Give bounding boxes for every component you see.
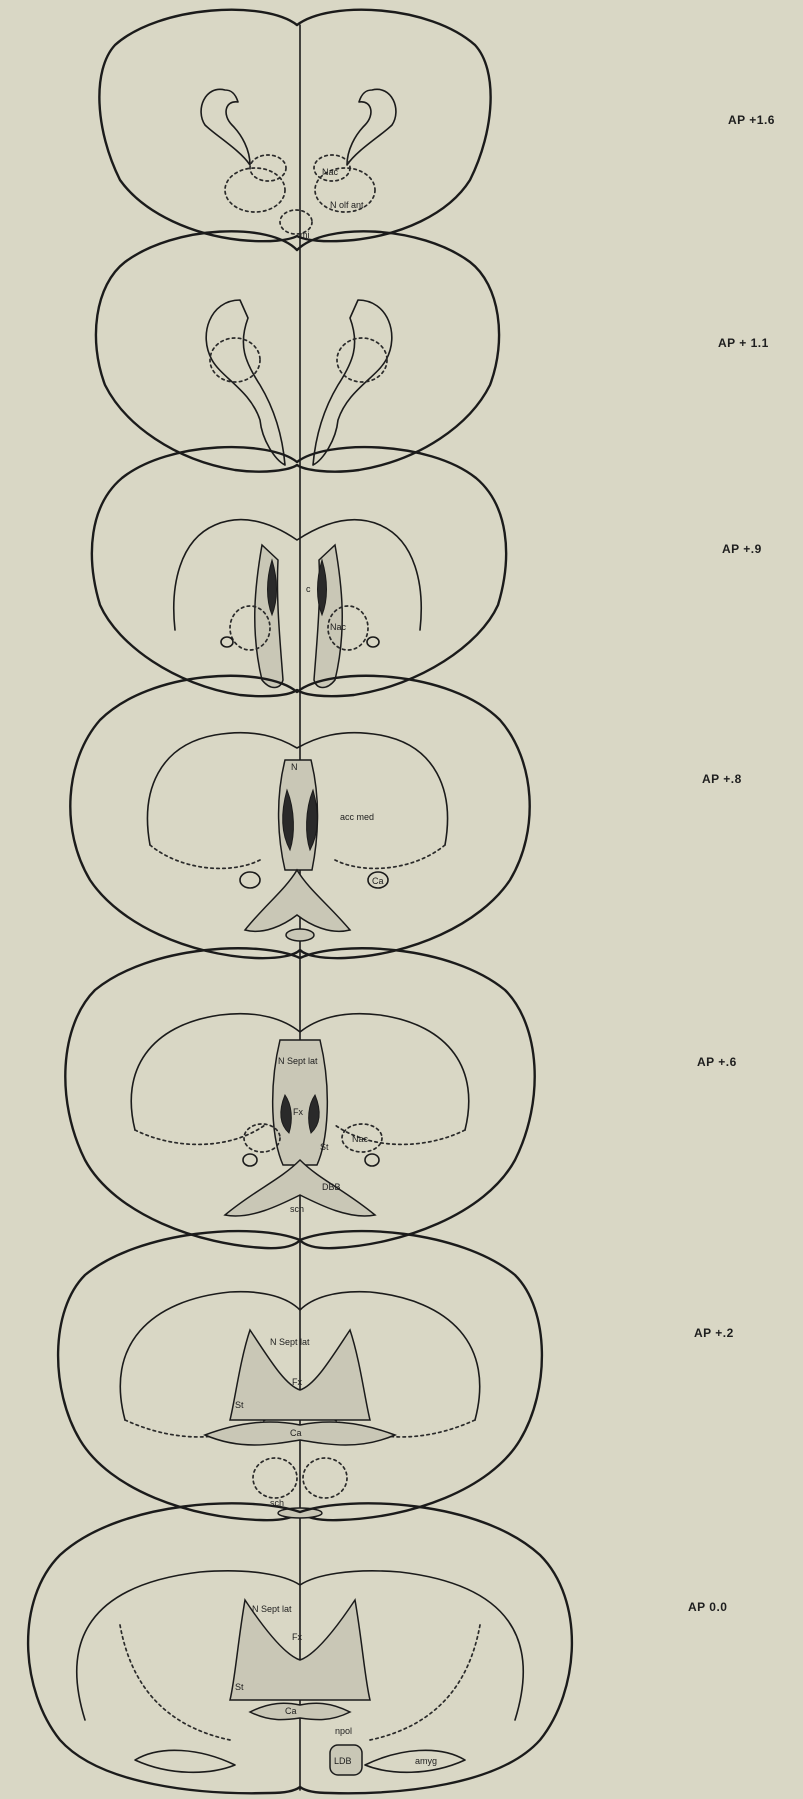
section-7-region-label: St [235, 1682, 244, 1692]
section-5-region-label: Fx [293, 1107, 303, 1117]
section-1-region-label: N olf ant [330, 200, 364, 210]
section-6-nucleus-left [253, 1458, 297, 1498]
section-1-lateral-ventricle-right [347, 89, 396, 165]
section-1-region-label: Nac [322, 167, 339, 177]
section-2-striatum-left [210, 338, 260, 382]
ap-level-label: AP 0.0 [688, 1600, 727, 1614]
section-6-region-label: N Sept lat [270, 1337, 310, 1347]
ap-level-label: AP +.6 [697, 1055, 737, 1069]
section-7-amygdala-left [135, 1750, 235, 1772]
section-7-region-label: N Sept lat [252, 1604, 292, 1614]
section-3-small-nucleus-right [367, 637, 379, 647]
section-3-ap-0-9: Nac c [92, 447, 506, 696]
section-3-region-label: Nac [330, 622, 347, 632]
section-6-region-label: Ca [290, 1428, 302, 1438]
section-2-striatum-right [337, 338, 387, 382]
section-3-outline [92, 447, 506, 696]
section-7-region-label: Fx [292, 1632, 302, 1642]
section-7-anterior-commissure [250, 1703, 350, 1719]
section-5-region-label: Nac [352, 1134, 369, 1144]
section-5-region-label: N Sept lat [278, 1056, 318, 1066]
ap-level-label: AP +1.6 [728, 113, 775, 127]
section-3-small-nucleus-left [221, 637, 233, 647]
section-2-ap-1-1 [96, 231, 499, 471]
section-5-small-nucleus-left [243, 1154, 257, 1166]
section-6-nucleus-right [303, 1458, 347, 1498]
section-2-lateral-ventricle-right [313, 300, 392, 465]
section-3-ventricle-right [314, 545, 342, 688]
section-4-region-label: Ca [372, 876, 384, 886]
section-2-lateral-ventricle-left [206, 300, 285, 465]
ap-level-label: AP +.8 [702, 772, 742, 786]
section-1-outline [99, 10, 490, 241]
section-4-region-label: N [291, 762, 298, 772]
section-1-ap-1-6: Nac N olf ant mi [99, 10, 490, 241]
section-4-small-oval [286, 929, 314, 941]
section-6-region-label: St [235, 1400, 244, 1410]
ap-level-label: AP +.2 [694, 1326, 734, 1340]
section-1-olfactory-left [225, 168, 285, 212]
section-5-region-label: St [320, 1142, 329, 1152]
section-4-ca-left [240, 872, 260, 888]
section-5-region-label: DBB [322, 1182, 341, 1192]
section-4-region-label: acc med [340, 812, 374, 822]
section-6-region-label: Fx [292, 1377, 302, 1387]
section-5-small-nucleus-right [365, 1154, 379, 1166]
section-7-region-label: LDB [334, 1756, 352, 1766]
ap-level-label: AP +.9 [722, 542, 762, 556]
section-7-region-label: amyg [415, 1756, 437, 1766]
section-2-outline [96, 231, 499, 471]
section-3-region-label: c [306, 584, 311, 594]
section-3-ventricle-left [255, 545, 283, 688]
section-7-region-label: npol [335, 1726, 352, 1736]
section-1-lateral-ventricle-left [201, 89, 250, 165]
section-7-region-label: Ca [285, 1706, 297, 1716]
section-1-region-label: mi [300, 230, 310, 240]
section-5-region-label: sch [290, 1204, 304, 1214]
section-3-corpus-callosum [174, 520, 421, 630]
ap-level-label: AP + 1.1 [718, 336, 769, 350]
